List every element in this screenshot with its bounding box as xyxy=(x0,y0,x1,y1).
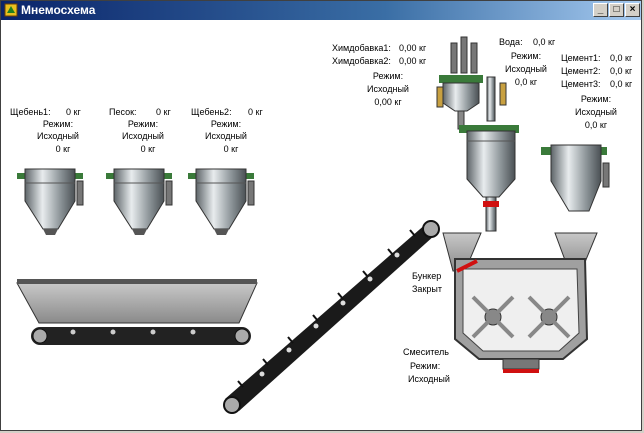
additive1-label: Химдобавка1: xyxy=(332,43,391,53)
mixer-mode: Исходный xyxy=(408,374,450,384)
close-button[interactable]: × xyxy=(625,3,640,17)
pesok-value: 0 кг xyxy=(156,107,171,117)
sheben1-mode-label: Режим: xyxy=(42,119,74,129)
water-flow: 0,0 кг xyxy=(514,77,538,87)
cement-mode: Исходный xyxy=(575,107,617,117)
scheme-drawing xyxy=(16,36,610,414)
water-pipe[interactable] xyxy=(486,76,507,122)
pesok-flow: 0 кг xyxy=(140,144,156,154)
title-bar[interactable]: Мнемосхема _ □ × xyxy=(1,1,641,20)
water-weigh-tank[interactable] xyxy=(459,125,519,232)
minimize-button[interactable]: _ xyxy=(593,3,608,17)
inclined-belt-conveyor[interactable] xyxy=(223,220,440,414)
cement2-label: Цемент2: xyxy=(561,66,601,76)
cement1-label: Цемент1: xyxy=(561,53,601,63)
app-icon xyxy=(4,3,18,17)
cement3-label: Цемент3: xyxy=(561,79,601,89)
mixer[interactable] xyxy=(442,232,598,373)
water-label: Вода: xyxy=(499,37,523,47)
bunker-status: Закрыт xyxy=(412,284,442,294)
pesok-mode-label: Режим: xyxy=(127,119,159,129)
cement2-value: 0,0 кг xyxy=(610,66,633,76)
aggregate-weigh-conveyor[interactable] xyxy=(16,279,258,345)
pesok-mode: Исходный xyxy=(122,131,164,141)
cement-weigh-hopper[interactable] xyxy=(541,144,610,212)
additive-mode: Исходный xyxy=(367,84,409,94)
additive2-value: 0,00 кг xyxy=(399,56,427,66)
additive-mode-label: Режим: xyxy=(372,71,404,81)
water-mode-label: Режим: xyxy=(510,51,542,61)
water-mode: Исходный xyxy=(505,64,547,74)
sheben2-value: 0 кг xyxy=(248,107,263,117)
cement1-value: 0,0 кг xyxy=(610,53,633,63)
sheben1-value: 0 кг xyxy=(66,107,81,117)
cement3-value: 0,0 кг xyxy=(610,79,633,89)
additive-dosing-unit[interactable] xyxy=(436,36,483,130)
maximize-button[interactable]: □ xyxy=(609,3,624,17)
window-title: Мнемосхема xyxy=(21,3,96,17)
cement-mode-label: Режим: xyxy=(580,94,612,104)
additive-flow: 0,00 кг xyxy=(374,97,402,107)
scheme-canvas: Щебень1: 0 кг Режим: Исходный 0 кг Песок… xyxy=(3,21,641,430)
hopper-sheben2[interactable] xyxy=(188,168,255,235)
cement-flow: 0,0 кг xyxy=(584,120,608,130)
sheben1-mode: Исходный xyxy=(37,131,79,141)
hopper-sheben1[interactable] xyxy=(17,168,84,235)
hopper-pesok[interactable] xyxy=(106,168,173,235)
additive2-label: Химдобавка2: xyxy=(332,56,391,66)
mixer-label: Смеситель xyxy=(403,347,449,357)
additive1-value: 0,00 кг xyxy=(399,43,427,53)
pesok-label: Песок: xyxy=(109,107,137,117)
sheben1-label: Щебень1: xyxy=(10,107,51,117)
mixer-mode-label: Режим: xyxy=(410,361,441,371)
sheben2-flow: 0 кг xyxy=(223,144,239,154)
sheben2-label: Щебень2: xyxy=(191,107,232,117)
sheben1-flow: 0 кг xyxy=(55,144,71,154)
sheben2-mode: Исходный xyxy=(205,131,247,141)
water-value: 0,0 кг xyxy=(533,37,556,47)
sheben2-mode-label: Режим: xyxy=(210,119,242,129)
bunker-label: Бункер xyxy=(412,271,442,281)
